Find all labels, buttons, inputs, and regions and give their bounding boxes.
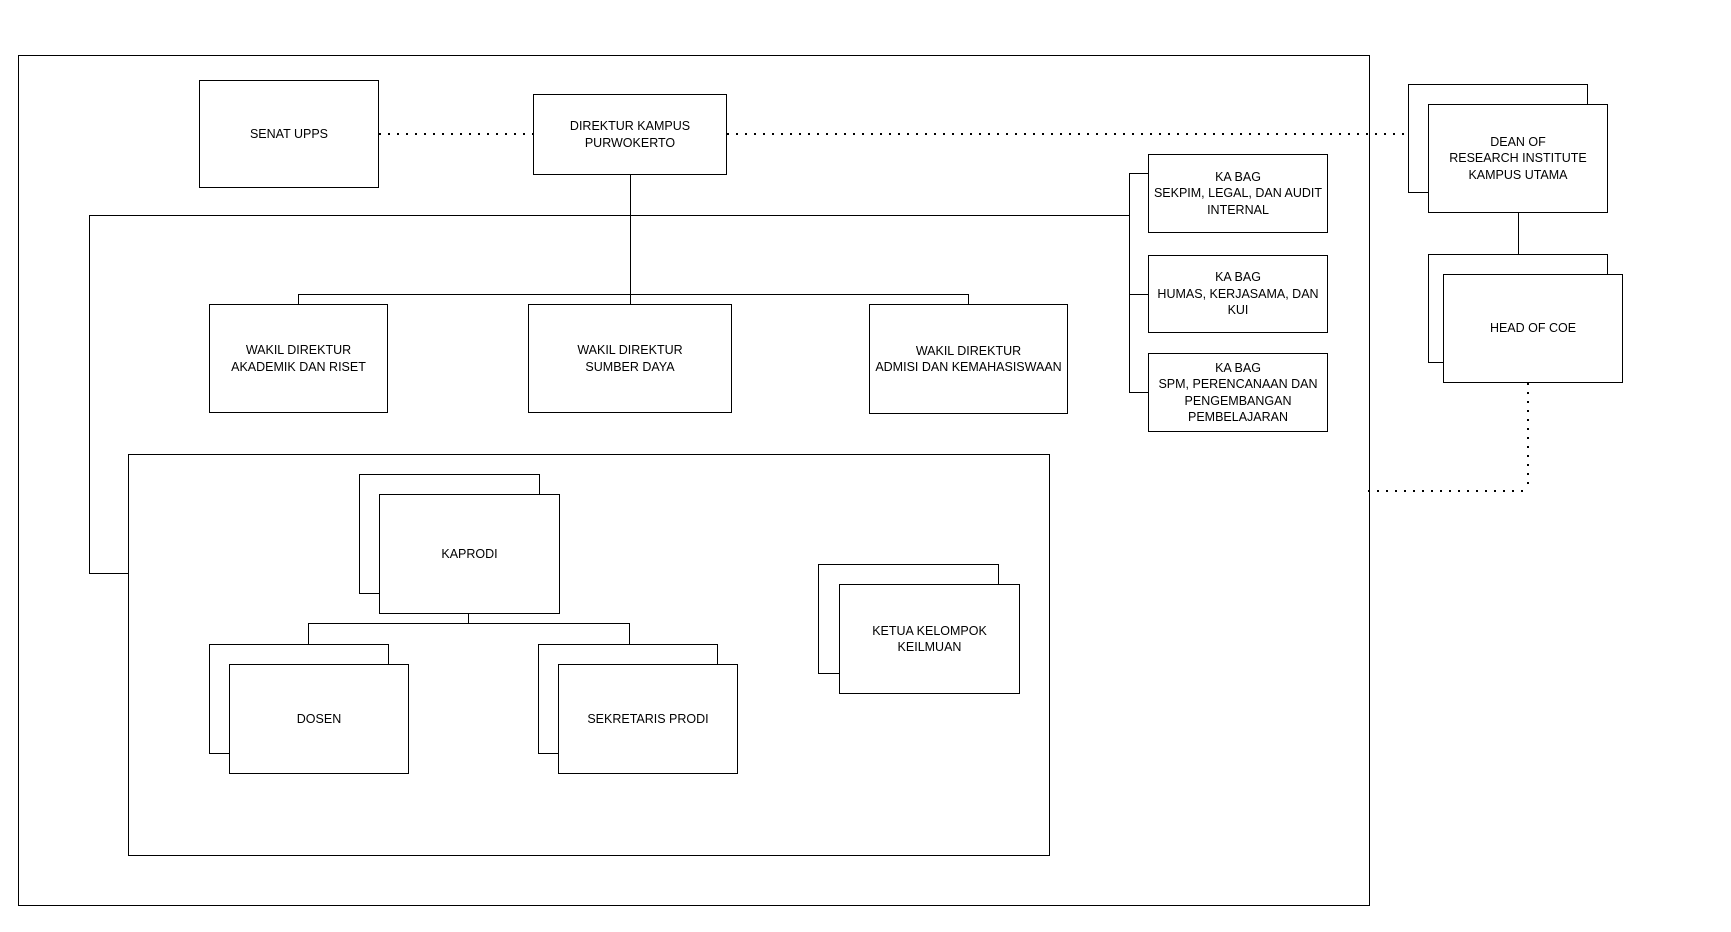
node-wakil-direktur-sumber-daya[interactable]: WAKIL DIREKTUR SUMBER DAYA [528,304,732,413]
outer-container[interactable] [18,55,1370,906]
connector-stub-admisi [968,294,969,305]
node-dean-research-stack: DEAN OF RESEARCH INSTITUTE KAMPUS UTAMA [1408,84,1608,213]
connector-kabag-bracket [1129,173,1130,392]
node-wakil-direktur-sumber-daya-label: WAKIL DIREKTUR SUMBER DAYA [577,343,683,374]
node-head-of-coe-label: HEAD OF COE [1489,321,1577,336]
node-kabag-spm[interactable]: KA BAG SPM, PERENCANAAN DAN PENGEMBANGAN… [1148,353,1328,432]
node-ketua-kelompok[interactable]: KETUA KELOMPOK KEILMUAN [839,584,1020,694]
node-sekretaris-prodi[interactable]: SEKRETARIS PRODI [558,664,738,774]
node-kabag-spm-label: KA BAG SPM, PERENCANAAN DAN PENGEMBANGAN… [1158,360,1318,425]
connector-staff-left-vertical [89,215,90,573]
connector-prodi-branch [308,623,629,624]
node-dosen-label: DOSEN [296,711,342,726]
connector-dotted-head-coe-vertical [1527,383,1529,491]
node-dean-research-label: DEAN OF RESEARCH INSTITUTE KAMPUS UTAMA [1449,134,1587,182]
node-wakil-direktur-akademik[interactable]: WAKIL DIREKTUR AKADEMIK DAN RISET [209,304,388,413]
connector-dotted-direktur-dean [727,133,1408,135]
connector-staff-to-prodi-container [89,573,128,574]
node-dosen[interactable]: DOSEN [229,664,409,774]
node-head-of-coe-stack: HEAD OF COE [1428,254,1623,383]
node-kaprodi[interactable]: KAPRODI [379,494,560,614]
connector-kabag-stub-2 [1129,294,1148,295]
node-kabag-humas[interactable]: KA BAG HUMAS, KERJASAMA, DAN KUI [1148,255,1328,333]
node-kaprodi-label: KAPRODI [441,546,498,561]
node-wakil-direktur-admisi-label: WAKIL DIREKTUR ADMISI DAN KEMAHASISWAAN [875,343,1062,375]
connector-kabag-stub-1 [1129,173,1148,174]
connector-kabag-stub-3 [1129,392,1148,393]
connector-dotted-head-coe-horizontal [1368,490,1528,492]
connector-dotted-senat-direktur [379,133,533,135]
connector-stub-sekretaris [629,623,630,644]
node-dean-research[interactable]: DEAN OF RESEARCH INSTITUTE KAMPUS UTAMA [1428,104,1608,213]
node-ketua-kelompok-stack: KETUA KELOMPOK KEILMUAN [818,564,1020,694]
node-wakil-direktur-admisi[interactable]: WAKIL DIREKTUR ADMISI DAN KEMAHASISWAAN [869,304,1068,414]
node-kaprodi-stack: KAPRODI [359,474,560,614]
connector-stub-akademik [298,294,299,304]
node-dosen-stack: DOSEN [209,644,409,774]
node-senat-upps[interactable]: SENAT UPPS [199,80,379,188]
node-head-of-coe[interactable]: HEAD OF COE [1443,274,1623,383]
connector-staff-line [89,215,1129,216]
prodi-container[interactable] [128,454,1050,856]
connector-dean-to-head [1518,213,1519,254]
connector-wakil-branch [298,294,968,295]
node-ketua-kelompok-label: KETUA KELOMPOK KEILMUAN [872,623,987,655]
node-direktur-kampus-label: DIREKTUR KAMPUS PURWOKERTO [569,119,691,150]
node-senat-upps-label: SENAT UPPS [249,126,329,141]
node-kabag-sekpim-label: KA BAG SEKPIM, LEGAL, DAN AUDIT INTERNAL [1153,169,1323,217]
node-kabag-sekpim[interactable]: KA BAG SEKPIM, LEGAL, DAN AUDIT INTERNAL [1148,154,1328,233]
connector-stub-dosen [308,623,309,644]
node-sekretaris-prodi-stack: SEKRETARIS PRODI [538,644,738,774]
node-kabag-humas-label: KA BAG HUMAS, KERJASAMA, DAN KUI [1157,270,1319,318]
connector-direktur-drop [630,175,631,305]
node-wakil-direktur-akademik-label: WAKIL DIREKTUR AKADEMIK DAN RISET [231,343,366,374]
connector-kaprodi-drop [468,614,469,623]
node-direktur-kampus[interactable]: DIREKTUR KAMPUS PURWOKERTO [533,94,727,175]
node-sekretaris-prodi-label: SEKRETARIS PRODI [587,711,709,726]
